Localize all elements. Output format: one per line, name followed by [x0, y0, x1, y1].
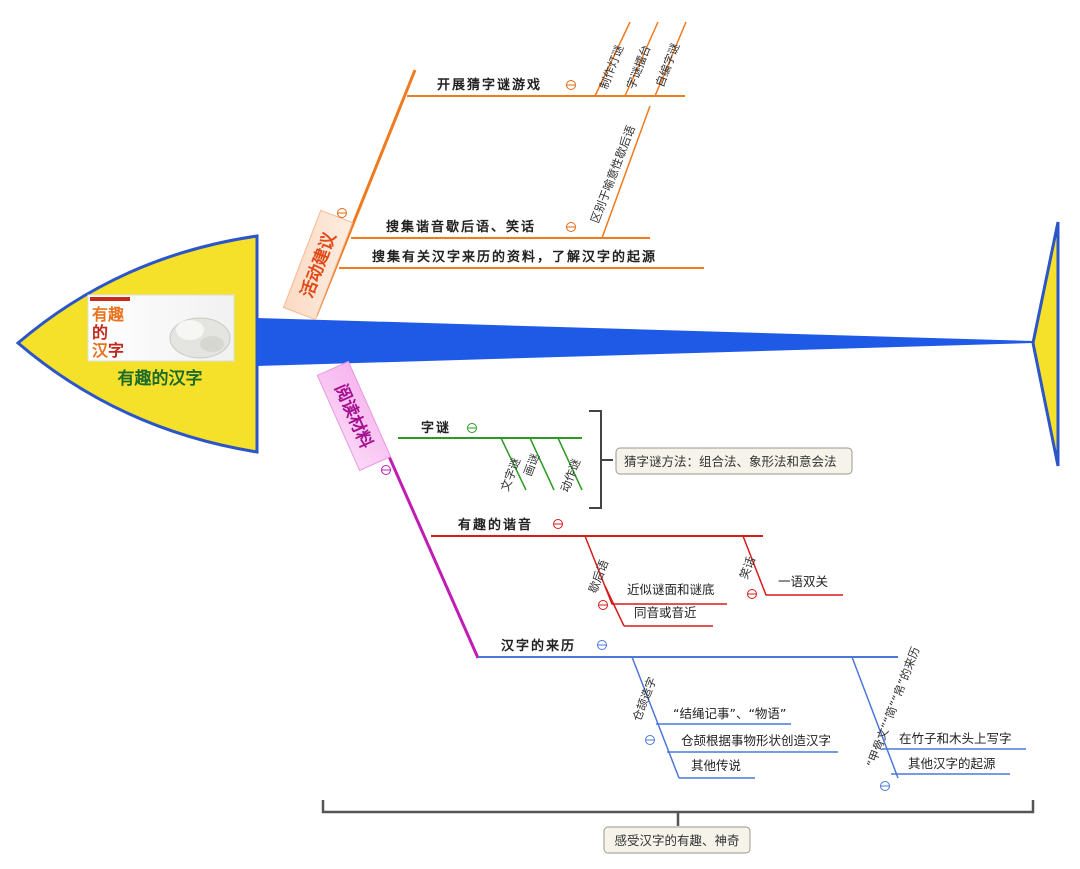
svg-text:有: 有	[92, 305, 108, 324]
zimi-bracket	[589, 410, 613, 509]
reading-category-box[interactable]	[316, 360, 392, 472]
zimi-sub-2[interactable]: 画谜	[521, 451, 542, 478]
xieyin-sub-1[interactable]: 歇后语	[586, 557, 612, 595]
activity-b1-sub-3[interactable]: 自编字谜	[653, 41, 683, 89]
summary-box[interactable]	[603, 826, 751, 854]
xieyin-sub1-item-2[interactable]: 同音或音近	[634, 605, 697, 620]
activity-branch-3-label[interactable]: 搜集有关汉字来历的资料，了解汉字的起源	[372, 249, 657, 265]
zimi-sub-1[interactable]: 文字谜	[498, 455, 524, 493]
laili-sub1-item-3[interactable]: 其他传说	[691, 758, 741, 773]
activity-branch: 活动建议 开展猜字谜游戏 制作灯谜 字谜擂台 自编字谜 搜集谐音歇后语、笑话 区…	[282, 21, 704, 321]
activity-b1-sub-2[interactable]: 字谜擂台	[624, 43, 654, 91]
svg-text:汉: 汉	[92, 341, 109, 360]
zimi-branch: 字谜 文字谜 画谜 动作谜 猜字谜方法：组合法、象形法和意会法	[398, 410, 853, 509]
activity-b1-sub-1[interactable]: 制作灯谜	[597, 43, 627, 91]
zimi-note: 猜字谜方法：组合法、象形法和意会法	[624, 454, 837, 469]
laili-sub-2[interactable]: “甲骨文”“简”“帛”的来历	[864, 645, 923, 769]
activity-branch-1-label[interactable]: 开展猜字谜游戏	[437, 77, 542, 93]
head-title: 有趣的汉字	[118, 368, 203, 389]
xieyin-branch: 有趣的谐音 歇后语 近似谜面和谜底 同音或音近 笑话 一语双关	[431, 517, 843, 627]
svg-text:趣: 趣	[107, 305, 125, 324]
laili-sub1-item-1[interactable]: “结绳记事”、“物语”	[673, 706, 786, 721]
activity-category-box[interactable]	[282, 209, 354, 321]
zimi-sub-3[interactable]: 动作谜	[558, 456, 584, 494]
summary-bracket	[321, 800, 1035, 826]
xieyin-sub1-item-1[interactable]: 近似谜面和谜底	[627, 582, 715, 597]
xieyin-sub2-item-1[interactable]: 一语双关	[778, 574, 828, 589]
laili-sub1-item-2[interactable]: 仓颉根据事物形状创造汉字	[681, 733, 831, 748]
xieyin-label[interactable]: 有趣的谐音	[458, 517, 533, 533]
thumbnail-image: 有 趣 的 汉 字	[87, 294, 235, 362]
laili-sub2-item-2[interactable]: 其他汉字的起源	[908, 756, 996, 771]
zimi-note-box[interactable]	[615, 447, 853, 475]
reading-branch: 阅读材料 字谜 文字谜 画谜 动作谜 猜字谜方法：组合法、象形法和意会法 有趣的…	[316, 360, 1026, 791]
svg-text:字: 字	[108, 341, 124, 360]
laili-sub2-item-1[interactable]: 在竹子和木头上写字	[899, 731, 1012, 746]
laili-label[interactable]: 汉字的来历	[501, 638, 576, 654]
fish-tail	[1031, 221, 1060, 467]
spine	[257, 318, 1033, 366]
laili-branch: 汉字的来历 仓颉造字 “结绳记事”、“物语” 仓颉根据事物形状创造汉字 其他传说…	[478, 638, 1026, 791]
svg-text:的: 的	[92, 323, 108, 342]
zimi-label[interactable]: 字谜	[421, 420, 451, 436]
activity-branch-2-label[interactable]: 搜集谐音歇后语、笑话	[386, 219, 536, 235]
summary-text: 感受汉字的有趣、神奇	[614, 833, 739, 848]
